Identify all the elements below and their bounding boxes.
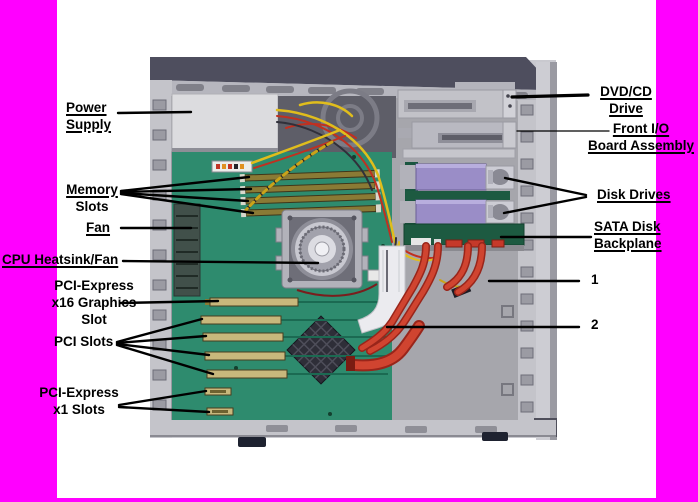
label-memory-slots: Memory Slots xyxy=(62,181,122,215)
label-pcie-x1-line2: x1 Slots xyxy=(53,402,105,417)
panel-hole xyxy=(501,383,514,396)
label-cpu-heatsink-fan: CPU Heatsink/Fan xyxy=(2,252,119,267)
label-pcie-x16-line2: x16 Graphics xyxy=(51,295,137,310)
label-callout-2: 2 xyxy=(591,317,599,332)
front-io-board-graphic xyxy=(398,121,517,159)
label-pcie-x1: PCI-Express x1 Slots xyxy=(30,384,128,418)
cpu-heatsink-fan-graphic xyxy=(275,209,385,297)
frame-left-strip xyxy=(0,0,57,502)
label-front-io-line2: Board Assembly xyxy=(587,138,695,153)
bottom-vent-slots xyxy=(266,425,497,433)
dvd-drive-graphic xyxy=(397,82,517,119)
left-wall-clips xyxy=(152,99,167,411)
case-foot xyxy=(238,437,266,447)
callout-line-dvd xyxy=(510,93,590,99)
label-front-io-line1: Front I/O xyxy=(612,121,670,136)
panel-hole xyxy=(501,305,514,318)
label-dvd-cd-drive: DVD/CD Drive xyxy=(594,83,658,117)
frame-bottom-strip xyxy=(55,498,656,502)
disk-drive-1-graphic xyxy=(400,163,515,191)
label-front-io-board: Front I/O Board Assembly xyxy=(584,120,698,154)
callout-line-power-supply xyxy=(116,110,193,115)
label-power-supply-line2: Supply xyxy=(66,117,112,132)
label-sata-line1: SATA Disk xyxy=(594,219,661,234)
atx-power-connector xyxy=(211,160,253,173)
callout-line-cpu xyxy=(121,259,320,265)
label-sata-line2: Backplane xyxy=(594,236,662,251)
case-foot xyxy=(482,432,508,441)
label-pcie-x16: PCI-Express x16 Graphics Slot xyxy=(33,277,155,328)
callout-line-x16 xyxy=(119,299,220,305)
sata-cables xyxy=(346,242,486,372)
label-pcie-x1-line1: PCI-Express xyxy=(39,385,119,400)
callout-lines-x1 xyxy=(117,389,211,414)
label-pci-slots: PCI Slots xyxy=(54,334,114,349)
label-pcie-x16-line1: PCI-Express xyxy=(54,278,134,293)
label-sata-backplane: SATA Disk Backplane xyxy=(594,218,662,252)
callout-lines-memory xyxy=(119,175,255,215)
callout-lines-pci xyxy=(115,317,215,376)
frame-right-strip xyxy=(656,0,698,502)
label-power-supply: Power Supply xyxy=(66,99,111,133)
label-memory-slots-line1: Memory xyxy=(66,182,118,197)
label-power-supply-line1: Power xyxy=(66,100,107,115)
label-callout-1: 1 xyxy=(591,272,599,287)
callout-lines xyxy=(115,93,610,414)
label-memory-slots-line2: Slots xyxy=(75,199,109,214)
label-fan: Fan xyxy=(86,220,111,235)
backplane-strip xyxy=(406,191,510,200)
disk-drive-2-graphic xyxy=(400,199,515,225)
chipset-heatsink xyxy=(286,315,356,385)
label-dvd-line2: Drive xyxy=(609,101,643,116)
power-supply-unit xyxy=(171,93,279,153)
label-disk-drives: Disk Drives xyxy=(597,187,671,202)
front-fan xyxy=(173,203,201,297)
label-dvd-line1: DVD/CD xyxy=(600,84,652,99)
label-pcie-x16-line3: Slot xyxy=(81,312,107,327)
callout-lines-disk-drives xyxy=(502,176,588,215)
